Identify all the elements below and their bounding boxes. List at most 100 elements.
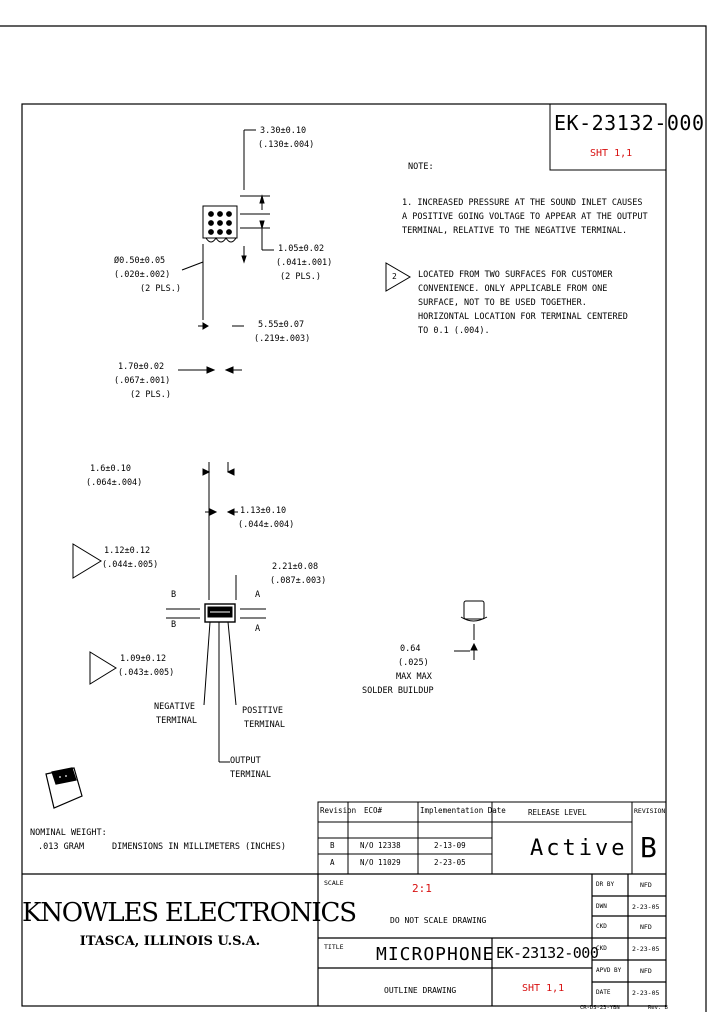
- side-flag: [72, 543, 102, 579]
- positive-terminal-label-2: TERMINAL: [244, 720, 285, 730]
- dim-hole-qty: (2 PLS.): [140, 284, 181, 294]
- note1-line1: 1. INCREASED PRESSURE AT THE SOUND INLET…: [402, 198, 643, 208]
- approval-apvd-label: APVD BY: [596, 967, 622, 974]
- view-marker-a2: A: [255, 624, 261, 634]
- doc-number-box: [549, 103, 667, 171]
- dim-solder: 0.64: [400, 644, 421, 654]
- company-location: ITASCA, ILLINOIS U.S.A.: [79, 934, 261, 949]
- output-terminal-label-2: TERMINAL: [230, 770, 271, 780]
- note1-line2: A POSITIVE GOING VOLTAGE TO APPEAR AT TH…: [402, 212, 648, 222]
- dim-depth-in: (.219±.003): [254, 334, 311, 344]
- dim-side-flag-in: (.044±.005): [102, 560, 159, 570]
- rev-row2-eco: N/O 11029: [360, 858, 401, 867]
- footer-code: CR-DS-23-YBN: [580, 1005, 620, 1011]
- notes-heading: NOTE:: [408, 162, 434, 172]
- output-terminal-label: OUTPUT: [230, 756, 261, 766]
- units-note: DIMENSIONS IN MILLIMETERS (INCHES): [112, 842, 286, 852]
- negative-terminal-label: NEGATIVE: [154, 702, 195, 712]
- dim-length-in: (.087±.003): [270, 576, 327, 586]
- note2-line1: LOCATED FROM TWO SURFACES FOR CUSTOMER: [418, 270, 613, 280]
- approval-apvd-value: NFD: [640, 967, 652, 975]
- rev-row1-eco: N/O 12338: [360, 841, 401, 850]
- note2-line2: CONVENIENCE. ONLY APPLICABLE FROM ONE: [418, 284, 608, 294]
- rev-row1-rev: B: [330, 841, 335, 850]
- company-name: KNOWLES ELECTRONICS: [22, 898, 357, 928]
- rev-row1-date: 2-13-09: [434, 841, 466, 850]
- release-level-value: Active: [530, 836, 628, 861]
- sheet-number-main: SHT 1,1: [522, 983, 565, 994]
- dim-width-top: 3.30±0.10: [260, 126, 307, 136]
- negative-terminal-label-2: TERMINAL: [156, 716, 197, 726]
- approval-date-label: DATE: [596, 989, 611, 996]
- drawing-subtitle: OUTLINE DRAWING: [384, 986, 457, 995]
- note2-line5: TO 0.1 (.004).: [418, 326, 490, 336]
- isometric-view: [45, 767, 83, 809]
- side-view: [166, 462, 266, 763]
- dim-pad-spacing-in: (.041±.001): [276, 258, 333, 268]
- sheet-number: SHT 1,1: [590, 148, 633, 159]
- do-not-scale: DO NOT SCALE DRAWING: [390, 916, 487, 925]
- approval-dwn-label: DWN: [596, 903, 607, 910]
- lower-flag: [89, 651, 117, 685]
- dim-side-inlet: 1.6±0.10: [90, 464, 131, 474]
- dim-pad-spacing: 1.05±0.02: [278, 244, 325, 254]
- rev-header-revision: Revision: [320, 806, 357, 815]
- approval-dwn-value: 2-23-05: [632, 903, 660, 911]
- scale-value: 2:1: [412, 882, 432, 895]
- approval-ckd2-label: CKD: [596, 945, 607, 952]
- doc-number-main: EK-23132-000: [496, 944, 599, 962]
- dim-hole-in: (.020±.002): [114, 270, 171, 280]
- dim-length: 2.21±0.08: [272, 562, 319, 572]
- view-marker-a1: A: [255, 590, 261, 600]
- rev-header-date: Implementation Date: [420, 806, 506, 815]
- dim-terminal-width: 1.13±0.10: [240, 506, 287, 516]
- dim-solder-note: SOLDER BUILDUP: [362, 686, 434, 696]
- note2-line4: HORIZONTAL LOCATION FOR TERMINAL CENTERE…: [418, 312, 628, 322]
- title-block: [22, 873, 666, 1006]
- rev-row2-rev: A: [330, 858, 335, 867]
- release-level-label: RELEASE LEVEL: [528, 808, 587, 817]
- revision-block: [317, 801, 667, 875]
- inner-border: [21, 103, 667, 1007]
- dim-pitch-qty: (2 PLS.): [130, 390, 171, 400]
- small-part: [454, 600, 488, 660]
- approval-ckd2-value: 2-23-05: [632, 945, 660, 953]
- dim-pitch-in: (.067±.001): [114, 376, 171, 386]
- dim-side-flag: 1.12±0.12: [104, 546, 151, 556]
- approval-ckd-label: CKD: [596, 923, 607, 930]
- title-label: TITLE: [324, 943, 344, 951]
- dim-side-inlet-in: (.064±.004): [86, 478, 143, 488]
- nominal-weight: NOMINAL WEIGHT:: [30, 828, 107, 838]
- note2-flag: [385, 262, 411, 292]
- outer-frame: [0, 25, 707, 1012]
- note1-line3: TERMINAL, RELATIVE TO THE NEGATIVE TERMI…: [402, 226, 628, 236]
- revision-label: REVISION: [634, 807, 666, 815]
- approval-date-value: 2-23-05: [632, 989, 660, 997]
- view-marker-b2: B: [171, 620, 177, 630]
- dim-pad-spacing-qty: (2 PLS.): [280, 272, 321, 282]
- nominal-weight-value: .013 GRAM: [38, 842, 85, 852]
- dim-solder-max: MAX MAX: [396, 672, 432, 682]
- dim-pitch: 1.70±0.02: [118, 362, 165, 372]
- rev-row2-date: 2-23-05: [434, 858, 466, 867]
- doc-number: EK-23132-000: [554, 111, 705, 135]
- rev-header-eco: ECO#: [364, 806, 383, 815]
- approval-drby-value: NFD: [640, 881, 652, 889]
- dim-depth: 5.55±0.07: [258, 320, 305, 330]
- scale-label: SCALE: [324, 879, 344, 887]
- note2-flag-number: 2: [392, 272, 397, 281]
- dim-lower-flag-in: (.043±.005): [118, 668, 175, 678]
- dim-terminal-width-in: (.044±.004): [238, 520, 295, 530]
- approval-ckd-value: NFD: [640, 923, 652, 931]
- note2-line3: SURFACE, NOT TO BE USED TOGETHER.: [418, 298, 587, 308]
- drawing-title: MICROPHONE: [376, 944, 495, 965]
- positive-terminal-label: POSITIVE: [242, 706, 283, 716]
- footer-rev: Rev. B: [648, 1005, 668, 1011]
- dim-lower-flag: 1.09±0.12: [120, 654, 167, 664]
- dim-solder-in: (.025): [398, 658, 429, 668]
- dim-width-top-in: (.130±.004): [258, 140, 315, 150]
- approval-drby-label: DR BY: [596, 881, 615, 888]
- dim-hole: Ø0.50±0.05: [114, 256, 166, 266]
